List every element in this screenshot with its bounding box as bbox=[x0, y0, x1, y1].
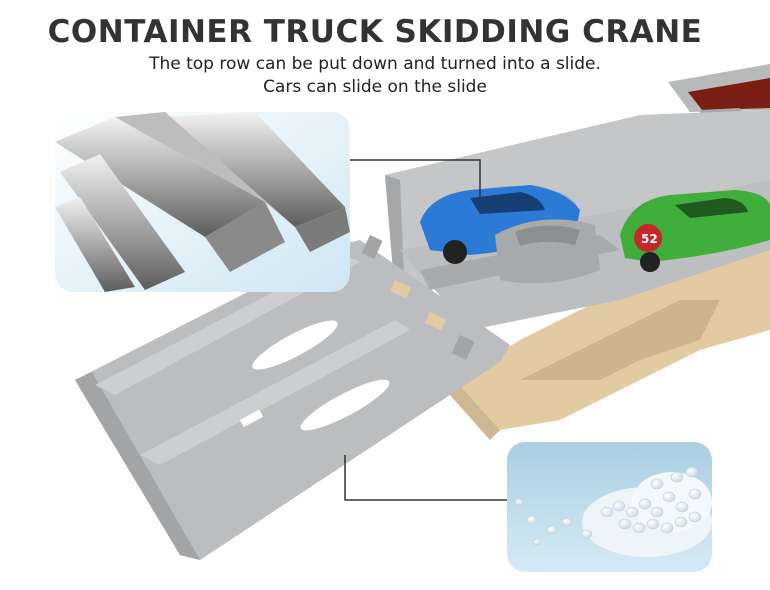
car-number-badge: 52 bbox=[641, 232, 658, 246]
metal-material-inset bbox=[55, 112, 350, 292]
hook-block bbox=[495, 219, 600, 284]
steel-bars-image bbox=[55, 112, 350, 292]
subtitle-line-2: Cars can slide on the slide bbox=[263, 77, 487, 97]
green-race-car: 52 bbox=[620, 190, 770, 272]
subtitle-line-1: The top row can be put down and turned i… bbox=[149, 54, 601, 74]
plastic-pellets-image bbox=[507, 442, 712, 572]
page-title: CONTAINER TRUCK SKIDDING CRANE bbox=[47, 14, 703, 50]
plastic-pellets-inset bbox=[507, 442, 712, 572]
tan-base bbox=[450, 250, 770, 440]
